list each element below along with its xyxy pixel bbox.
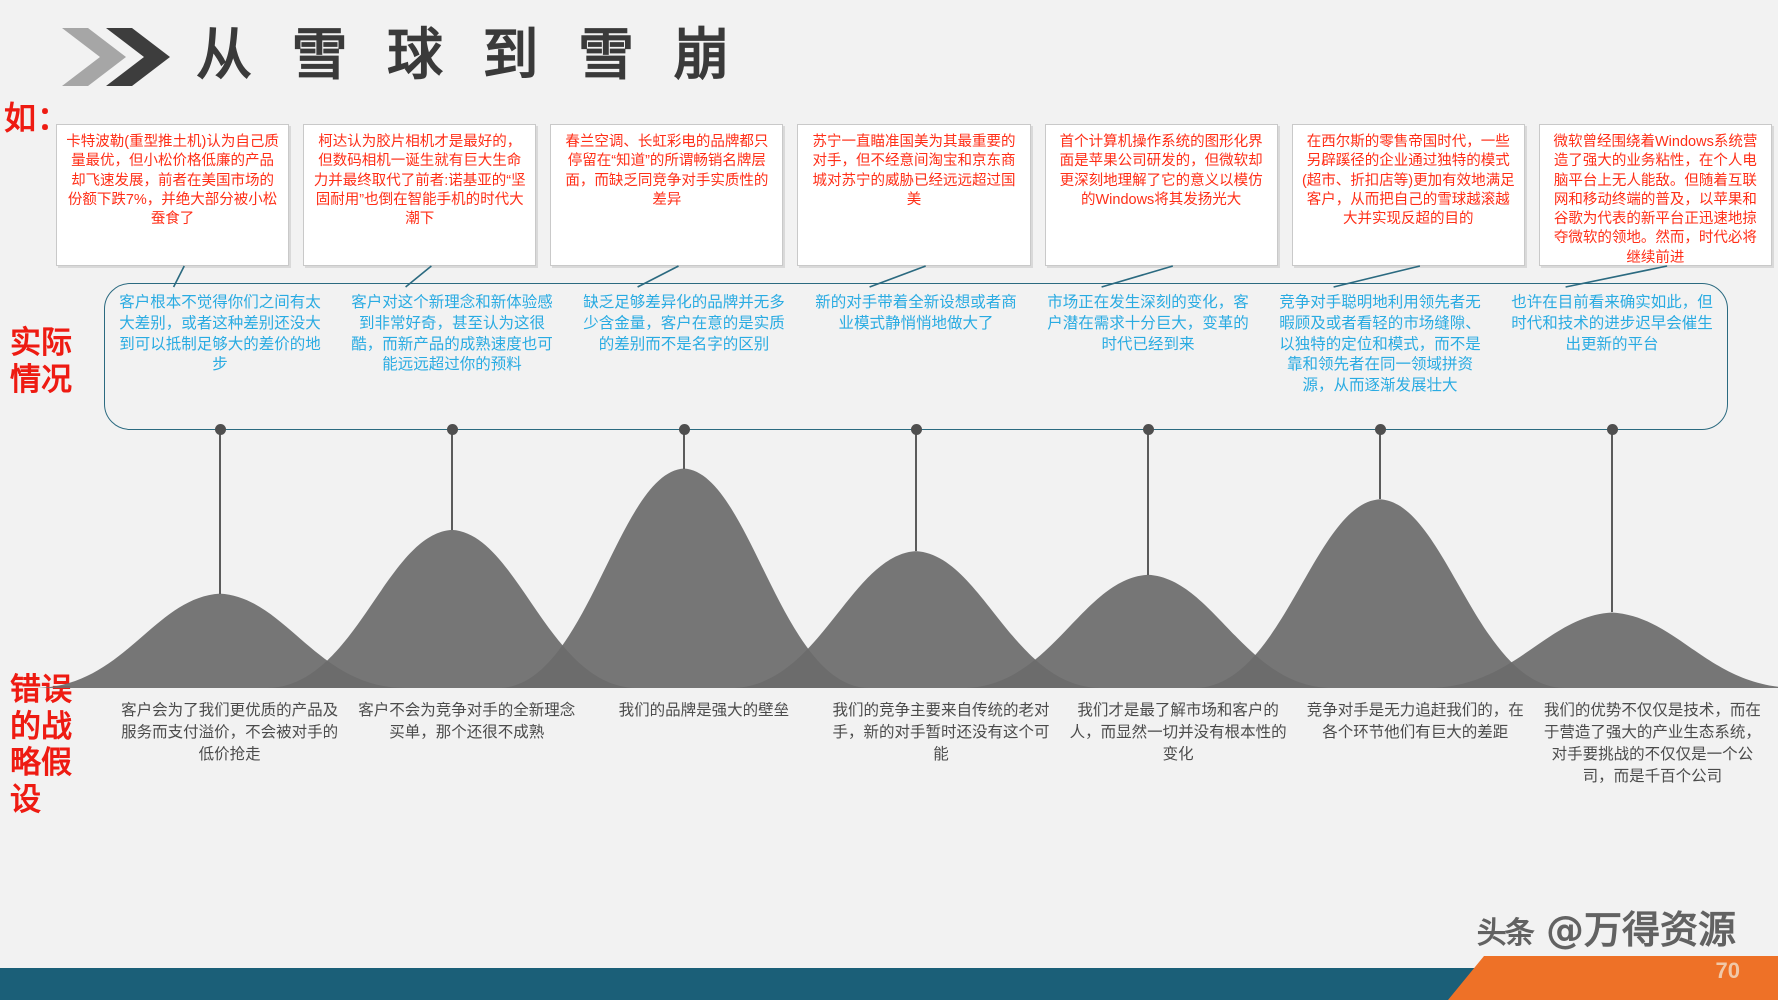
connector-dot bbox=[1374, 424, 1386, 435]
example-box-text: 柯达认为胶片相机才是最好的，但数码相机一诞生就有巨大生命力并最终取代了前者:诺基… bbox=[313, 134, 526, 228]
wrong-assumption-text: 我们才是最了解市场和客户的人，而显然一切并没有根本性的变化 bbox=[1069, 702, 1287, 763]
example-box-row: 卡特波勒(重型推土机)认为自己质量最优，但小松价格低廉的产品却飞速发展，前者在美… bbox=[56, 124, 1772, 266]
reality-text: 客户根本不觉得你们之间有太大差别，或者这种差别还没大到可以抵制足够大的差价的地步 bbox=[119, 294, 321, 374]
example-box: 春兰空调、长虹彩电的品牌都只停留在“知道”的所谓畅销名牌层面，而缺乏同竞争对手实… bbox=[550, 124, 784, 266]
connector-dot bbox=[1606, 424, 1618, 435]
connector-stem bbox=[1147, 430, 1149, 575]
wrong-assumption-text: 我们的竞争主要来自传统的老对手，新的对手暂时还没有这个可能 bbox=[832, 702, 1050, 763]
connector-stem bbox=[219, 430, 221, 594]
reality-text: 新的对手带着全新设想或者商业模式静悄悄地做大了 bbox=[815, 294, 1017, 332]
reality-text: 竞争对手聪明地利用领先者无暇顾及或者看轻的市场缝隙、以独特的定位和模式，而不是靠… bbox=[1279, 294, 1481, 395]
footer-teal-bar bbox=[0, 968, 1596, 1000]
label-reality: 实际 情况 bbox=[10, 325, 72, 398]
reality-text: 缺乏足够差异化的品牌并无多少含金量，客户在意的是实质的差别而不是名字的区别 bbox=[583, 294, 785, 353]
connector-dot bbox=[1142, 424, 1154, 435]
connector-stem bbox=[451, 430, 453, 530]
connector-dot bbox=[678, 424, 690, 435]
connector-dot bbox=[214, 424, 226, 435]
example-box-text: 在西尔斯的零售帝国时代，一些另辟蹊径的企业通过独特的模式(超市、折扣店等)更加有… bbox=[1301, 134, 1515, 228]
connector-dot bbox=[910, 424, 922, 435]
connector-stem bbox=[683, 430, 685, 469]
example-box: 首个计算机操作系统的图形化界面是苹果公司研发的，但微软却更深刻地理解了它的意义以… bbox=[1044, 124, 1278, 266]
wrong-assumption-text: 客户会为了我们更优质的产品及服务而支付溢价，不会被对手的低价抢走 bbox=[121, 702, 339, 763]
slide-footer: 70 bbox=[0, 956, 1778, 1000]
connector-stem bbox=[1611, 430, 1613, 613]
example-box-text: 首个计算机操作系统的图形化界面是苹果公司研发的，但微软却更深刻地理解了它的意义以… bbox=[1059, 134, 1263, 208]
reality-text: 客户对这个新理念和新体验感到非常好奇，甚至认为这很酷，而新产品的成熟速度也可能远… bbox=[351, 294, 553, 374]
watermark: 头条 @万得资源 bbox=[1477, 899, 1736, 954]
example-box: 苏宁一直瞄准国美为其最重要的对手，但不经意间淘宝和京东商城对苏宁的威胁已经远远超… bbox=[797, 124, 1031, 266]
bell-curve-chart bbox=[34, 468, 1778, 688]
footer-orange-bar bbox=[1448, 956, 1778, 1000]
example-box-text: 春兰空调、长虹彩电的品牌都只停留在“知道”的所谓畅销名牌层面，而缺乏同竞争对手实… bbox=[565, 134, 769, 208]
wrong-assumption-text: 竞争对手是无力追赶我们的，在各个环节他们有巨大的差距 bbox=[1306, 702, 1524, 741]
wrong-assumption-text: 客户不会为竞争对手的全新理念买单，那个还很不成熟 bbox=[358, 702, 576, 741]
label-wrong-assumption: 错误 的战 略假 设 bbox=[10, 672, 72, 818]
connector-stem bbox=[915, 430, 917, 552]
wrong-assumption-text: 我们的优势不仅仅是技术，而在于营造了强大的产业生态系统，对手要挑战的不仅仅是一个… bbox=[1543, 702, 1761, 785]
double-chevron-right-icon bbox=[62, 28, 170, 86]
example-box: 在西尔斯的零售帝国时代，一些另辟蹊径的企业通过独特的模式(超市、折扣店等)更加有… bbox=[1291, 124, 1525, 266]
page-number: 70 bbox=[1715, 958, 1740, 983]
slide-header: 从 雪 球 到 雪 崩 bbox=[0, 0, 1778, 110]
watermark-main: @万得资源 bbox=[1545, 908, 1736, 952]
example-box-text: 苏宁一直瞄准国美为其最重要的对手，但不经意间淘宝和京东商城对苏宁的威胁已经远远超… bbox=[812, 134, 1016, 208]
example-box: 微软曾经围绕着Windows系统营造了强大的业务粘性，在个人电脑平台上无人能敌。… bbox=[1538, 124, 1772, 266]
reality-text: 市场正在发生深刻的变化，客户潜在需求十分巨大，变革的时代已经到来 bbox=[1047, 294, 1249, 353]
example-box-text: 卡特波勒(重型推土机)认为自己质量最优，但小松价格低廉的产品却飞速发展，前者在美… bbox=[66, 134, 279, 228]
page-title: 从 雪 球 到 雪 崩 bbox=[196, 23, 740, 88]
connector-dot bbox=[446, 424, 458, 435]
connector-stem bbox=[1379, 430, 1381, 500]
watermark-prefix: 头条 bbox=[1476, 916, 1535, 951]
reality-text: 也许在目前看来确实如此，但时代和技术的进步迟早会催生出更新的平台 bbox=[1511, 294, 1713, 353]
example-box: 卡特波勒(重型推土机)认为自己质量最优，但小松价格低廉的产品却飞速发展，前者在美… bbox=[56, 124, 290, 266]
wrong-assumption-text: 我们的品牌是强大的壁垒 bbox=[618, 702, 790, 719]
example-box-text: 微软曾经围绕着Windows系统营造了强大的业务粘性，在个人电脑平台上无人能敌。… bbox=[1553, 134, 1758, 266]
example-box: 柯达认为胶片相机才是最好的，但数码相机一诞生就有巨大生命力并最终取代了前者:诺基… bbox=[303, 124, 537, 266]
